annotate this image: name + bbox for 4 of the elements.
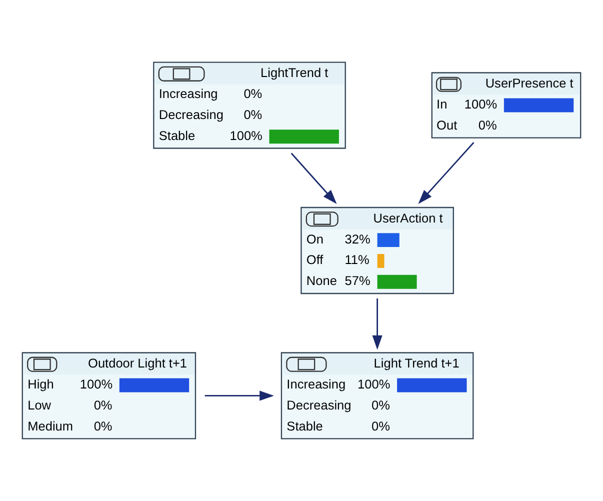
arrow bbox=[290, 152, 337, 204]
arrow bbox=[372, 298, 382, 350]
arrow bbox=[418, 142, 474, 204]
arrow bbox=[204, 390, 274, 401]
